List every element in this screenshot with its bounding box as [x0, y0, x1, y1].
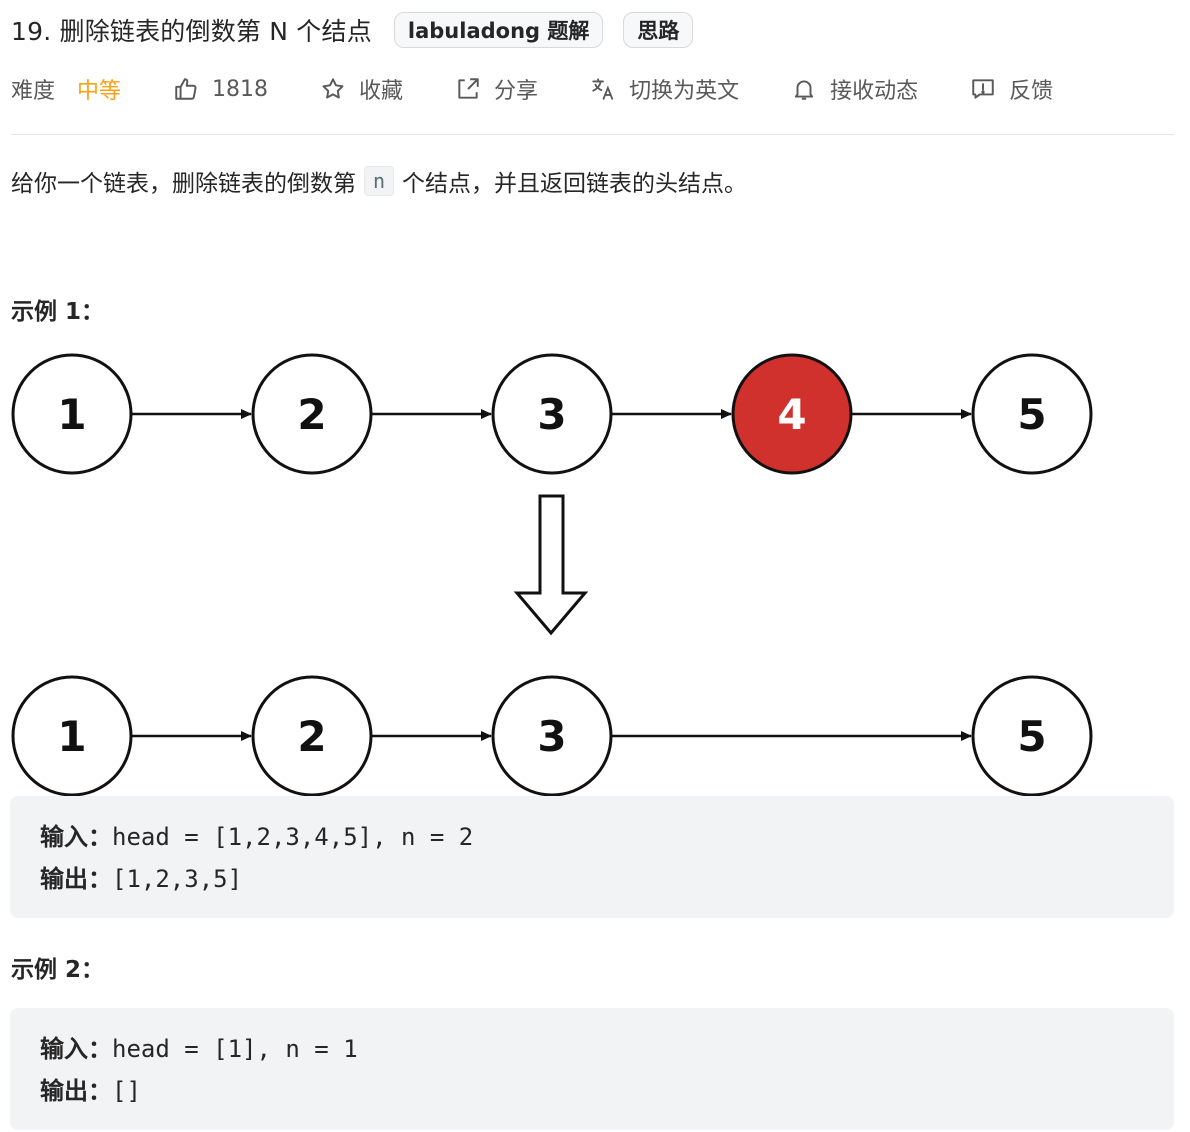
example-2-output: 输出：[] [40, 1070, 1144, 1112]
translate-icon [590, 76, 616, 102]
tag-labuladong[interactable]: labuladong 题解 [393, 12, 604, 48]
feedback-button[interactable]: 反馈 [970, 73, 1053, 105]
node-circle [491, 675, 613, 797]
input-label: 输入： [40, 823, 112, 851]
share-label: 分享 [494, 79, 539, 104]
list-after: 1 2 3 5 [11, 675, 1093, 797]
node-value: 2 [297, 712, 326, 761]
node-circle [971, 353, 1093, 475]
node-value: 5 [1017, 390, 1046, 439]
linked-list-diagram: 1 2 3 4 5 1 2 3 5 [11, 353, 1093, 797]
node-value: 4 [777, 390, 806, 439]
bell-icon [791, 76, 817, 102]
subscribe-label: 接收动态 [830, 79, 919, 104]
down-arrow-icon [513, 494, 589, 636]
input-value: head = [1,2,3,4,5], n = 2 [112, 823, 474, 851]
input-value: head = [1], n = 1 [112, 1035, 358, 1063]
tag-idea[interactable]: 思路 [623, 12, 694, 48]
translate-label: 切换为英文 [629, 79, 740, 104]
node-value: 1 [57, 712, 86, 761]
like-button[interactable]: 1818 [173, 76, 268, 102]
difficulty-label: 难度 [11, 79, 56, 104]
list-node: 3 [491, 353, 613, 475]
example-1-output: 输出：[1,2,3,5] [40, 858, 1144, 900]
inline-code-n: n [364, 166, 395, 196]
description-text-before: 给你一个链表，删除链表的倒数第 [11, 171, 356, 197]
feedback-label: 反馈 [1009, 79, 1054, 104]
list-node: 2 [251, 675, 373, 797]
favorite-label: 收藏 [359, 79, 404, 104]
node-value: 1 [57, 390, 86, 439]
list-node: 4 [731, 353, 853, 475]
output-label: 输出： [40, 1077, 112, 1105]
example-2-input: 输入：head = [1], n = 1 [40, 1028, 1144, 1070]
list-node: 1 [11, 353, 133, 475]
node-value: 5 [1017, 712, 1046, 761]
star-icon [320, 76, 346, 102]
input-label: 输入： [40, 1035, 112, 1063]
output-label: 输出： [40, 865, 112, 893]
translate-button[interactable]: 切换为英文 [590, 73, 739, 105]
difficulty-value: 中等 [77, 79, 122, 104]
node-circle [251, 675, 373, 797]
thumbs-up-icon [173, 76, 199, 102]
node-value: 3 [537, 390, 566, 439]
favorite-button[interactable]: 收藏 [320, 73, 403, 105]
node-circle [11, 353, 133, 475]
subscribe-button[interactable]: 接收动态 [791, 73, 918, 105]
node-circle [11, 675, 133, 797]
description-text-after: 个结点，并且返回链表的头结点。 [402, 171, 748, 197]
example-1-title: 示例 1： [11, 299, 105, 325]
example-1-code: 输入：head = [1,2,3,4,5], n = 2 输出：[1,2,3,5… [10, 796, 1174, 918]
node-circle [491, 353, 613, 475]
node-circle [251, 353, 373, 475]
meta-row: 难度 中等 1818 收藏 分享 [11, 68, 1053, 110]
title-row: 19. 删除链表的倒数第 N 个结点 labuladong 题解 思路 [11, 10, 694, 50]
example-2-code: 输入：head = [1], n = 1 输出：[] [10, 1008, 1174, 1130]
node-value: 3 [537, 712, 566, 761]
divider [11, 134, 1174, 135]
output-value: [] [112, 1077, 141, 1105]
share-button[interactable]: 分享 [455, 73, 538, 105]
problem-title: 19. 删除链表的倒数第 N 个结点 [11, 17, 372, 46]
list-node: 5 [971, 675, 1093, 797]
problem-description: 给你一个链表，删除链表的倒数第 n 个结点，并且返回链表的头结点。 [11, 164, 747, 198]
node-circle [731, 353, 853, 475]
feedback-icon [970, 76, 996, 102]
example-1-input: 输入：head = [1,2,3,4,5], n = 2 [40, 816, 1144, 858]
output-value: [1,2,3,5] [112, 865, 243, 893]
example-2-title: 示例 2： [11, 957, 105, 983]
like-count: 1818 [212, 76, 269, 102]
list-node: 3 [491, 675, 613, 797]
node-value: 2 [297, 390, 326, 439]
list-node: 1 [11, 675, 133, 797]
share-icon [455, 76, 481, 102]
list-before: 1 2 3 4 5 [11, 353, 1093, 475]
difficulty: 难度 中等 [11, 73, 121, 105]
node-circle [971, 675, 1093, 797]
list-node: 2 [251, 353, 373, 475]
list-node: 5 [971, 353, 1093, 475]
